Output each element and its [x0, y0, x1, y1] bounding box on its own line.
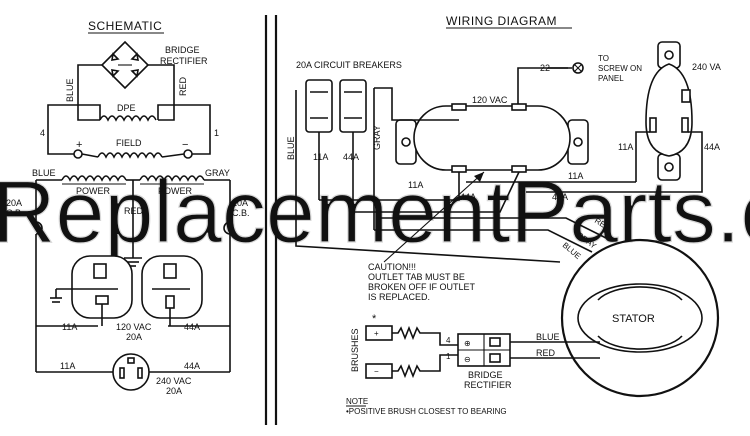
stator-label: STATOR [612, 313, 655, 325]
receptacle-120vac-label: 120 VAC [472, 95, 508, 105]
svg-text:⊖: ⊖ [464, 355, 471, 364]
schematic-44a-2: 44A [184, 361, 200, 371]
brush-negative: − [365, 363, 393, 379]
cb-11a-label: 11A [313, 152, 328, 162]
mid-11a-left: 11A [408, 180, 423, 190]
caution-line-2: OUTLET TAB MUST BE [368, 272, 465, 282]
br-blue-label: BLUE [536, 332, 560, 342]
mid-44a-right: 44A [552, 192, 568, 202]
note-title: NOTE [346, 397, 368, 406]
schematic-cb-right-2: C.B. [232, 208, 250, 218]
screw-note-2: SCREW ON [598, 64, 642, 73]
outlet-ground-icon [50, 289, 62, 303]
svg-text:⊕: ⊕ [464, 339, 471, 348]
schematic-bridge-label-2: RECTIFIER [160, 56, 208, 66]
schematic-power-label-2: POWER [158, 186, 193, 196]
schematic-field-label: FIELD [116, 138, 142, 148]
schematic-bridge-label-1: BRIDGE [165, 45, 200, 55]
schematic-cb-left-2: C.B. [6, 208, 24, 218]
panel-screw-icon [572, 62, 584, 74]
schematic-blue-left-label: BLUE [32, 168, 56, 178]
circuit-breaker-44a [339, 79, 367, 133]
br-red-label: RED [536, 348, 556, 358]
schematic-power-coil-1 [61, 175, 127, 182]
mid-11a-right: 11A [568, 171, 583, 181]
brush-asterisk: * [372, 313, 377, 325]
schematic-11a-2: 11A [60, 361, 75, 371]
schematic-power-label-1: POWER [76, 186, 111, 196]
schematic-cb-right-symbol [223, 221, 231, 235]
schematic-outlet-120-1: 120 VAC [116, 322, 152, 332]
cb-44a-label: 44A [343, 152, 359, 162]
caution-leader [383, 171, 485, 263]
wiring-gray-label: GRAY [372, 125, 382, 150]
r-11a-label: 11A [618, 142, 633, 152]
schematic-duplex-outlet [71, 255, 203, 319]
schematic-outlet-240-2: 20A [166, 386, 182, 396]
schematic-11a-1: 11A [62, 322, 77, 332]
receptacle-120vac [395, 103, 589, 173]
schematic-blue-label: BLUE [65, 78, 75, 102]
resistor-lower-icon [392, 363, 426, 379]
circuit-breaker-11a [305, 79, 333, 133]
schematic-terminal-4: 4 [40, 128, 45, 138]
schematic-dpe-coil [99, 115, 157, 122]
r-44a-label: 44A [704, 142, 720, 152]
svg-text:−: − [374, 367, 379, 376]
resistor-upper-icon [392, 325, 426, 341]
br-terminal-1: 1 [446, 352, 451, 361]
caution-line-1: CAUTION!!! [368, 262, 416, 272]
schematic-red-mid-label: RED [124, 206, 144, 216]
schematic-title: SCHEMATIC [88, 19, 162, 33]
schematic-240-outlet [112, 353, 150, 391]
screw-note-3: PANEL [598, 74, 624, 83]
wire-22-label: 22 [540, 63, 550, 73]
screw-note-1: TO [598, 54, 609, 63]
brush-positive: + [365, 325, 393, 341]
wiring-bridge-label-1: BRIDGE [468, 370, 503, 380]
schematic-44a-1: 44A [184, 322, 200, 332]
schematic-cb-right-1: 20A [232, 198, 248, 208]
wiring-bridge-label-2: RECTIFIER [464, 380, 512, 390]
br-terminal-4: 4 [446, 336, 451, 345]
schematic-brush-positive [73, 149, 83, 159]
wiring-bridge-rectifier: ⊕ ⊖ [457, 333, 511, 367]
schematic-brush-negative [183, 149, 193, 159]
schematic-section: SCHEMATIC BRIDGE RECTIFIER BLUE RED DPE … [6, 19, 250, 396]
schematic-cb-left-1: 20A [6, 198, 22, 208]
schematic-cb-left-symbol [35, 221, 43, 235]
receptacle-240v [645, 41, 693, 181]
schematic-dpe-label: DPE [117, 103, 136, 113]
note-text: •POSITIVE BRUSH CLOSEST TO BEARING [346, 407, 507, 416]
schematic-power-coil-2 [139, 175, 205, 182]
schematic-terminal-1: 1 [214, 128, 219, 138]
schematic-bridge-rectifier [100, 40, 150, 90]
brushes-label: BRUSHES [350, 328, 360, 372]
schematic-outlet-240-1: 240 VAC [156, 376, 192, 386]
circuit-breakers-label: 20A CIRCUIT BREAKERS [296, 60, 402, 70]
schematic-gray-right-label: GRAY [205, 168, 230, 178]
wiring-blue-label: BLUE [286, 136, 296, 160]
svg-text:+: + [374, 329, 379, 338]
mid-44a-left: 44A [460, 192, 476, 202]
receptacle-240v-label: 240 VA [692, 62, 721, 72]
stator [560, 238, 720, 398]
schematic-plus-sign: + [76, 139, 82, 151]
caution-line-3: BROKEN OFF IF OUTLET [368, 282, 476, 292]
caution-line-4: IS REPLACED. [368, 292, 430, 302]
schematic-red-label: RED [178, 76, 188, 96]
wiring-title: WIRING DIAGRAM [446, 14, 557, 28]
schematic-field-coil [97, 152, 163, 159]
schematic-outlet-120-2: 20A [126, 332, 142, 342]
wiring-section: WIRING DIAGRAM 20A CIRCUIT BREAKERS BLUE… [286, 14, 721, 416]
schematic-minus-sign: − [182, 139, 188, 151]
